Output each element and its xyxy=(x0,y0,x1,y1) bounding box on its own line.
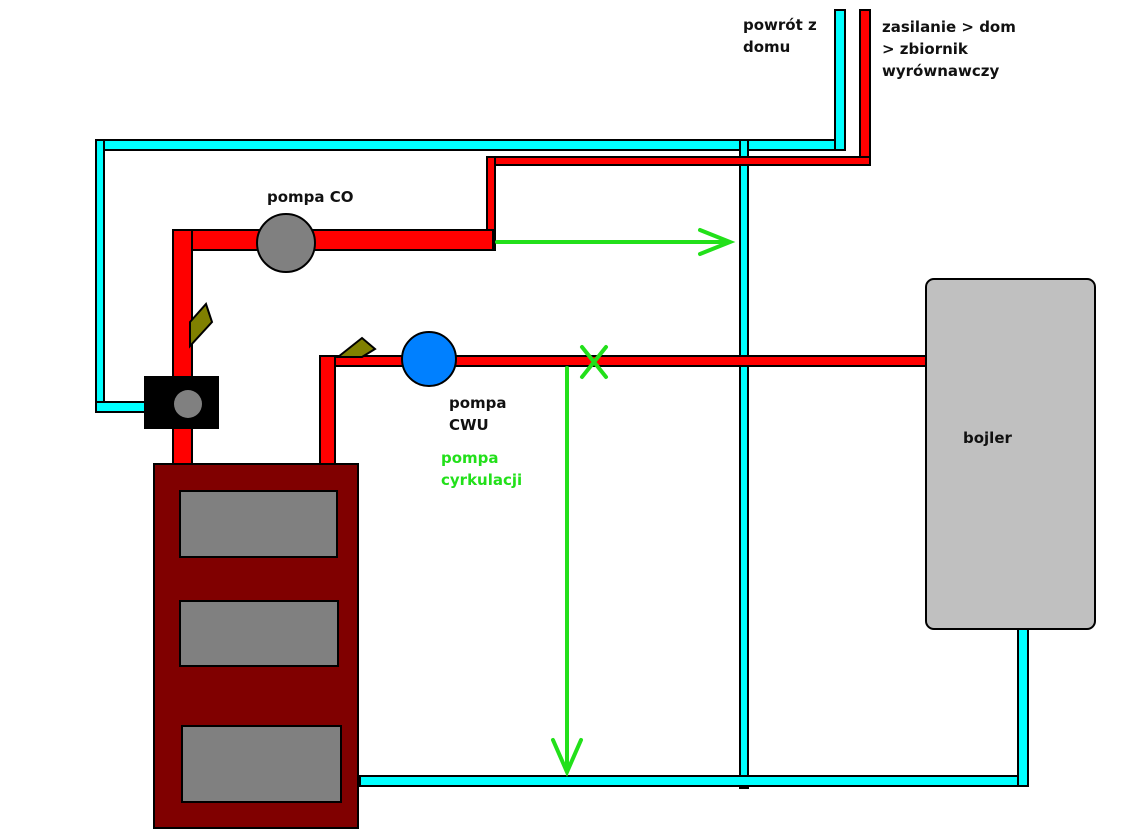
supply-label: zasilanie > dom > zbiornik wyrównawczy xyxy=(882,18,1016,80)
cwu-pipe-vertical xyxy=(319,355,336,467)
circulation-pump-label: pompa cyrkulacji xyxy=(441,449,523,489)
return-pipe-top xyxy=(95,139,846,151)
return-pipe-tank xyxy=(1017,625,1029,787)
flap-icon xyxy=(335,336,377,358)
arrow-right-icon xyxy=(495,228,736,256)
furnace-door xyxy=(179,600,339,667)
pump-cwu-icon xyxy=(401,331,457,387)
furnace-door xyxy=(181,725,342,803)
supply-pipe-co xyxy=(172,229,494,251)
mixing-valve-knob xyxy=(174,390,202,418)
pump-co-label: pompa CO xyxy=(267,188,354,206)
return-pipe-middle xyxy=(739,139,749,789)
return-pipe-bottom xyxy=(359,775,1029,787)
supply-pipe-to-house xyxy=(859,9,871,166)
return-pipe-from-house xyxy=(834,9,846,151)
boiler-tank-label: bojler xyxy=(963,429,1012,447)
return-from-house-label: powrót z domu xyxy=(743,16,817,56)
supply-pipe-top xyxy=(486,156,871,166)
return-pipe-left xyxy=(95,139,105,413)
cross-mark-icon xyxy=(580,345,608,379)
pump-cwu-label: pompa CWU xyxy=(449,394,507,434)
arrow-down-icon xyxy=(551,366,583,777)
furnace-door xyxy=(179,490,338,558)
boiler-tank xyxy=(925,278,1096,630)
pump-co-icon xyxy=(256,213,316,273)
flap-icon xyxy=(189,302,214,349)
return-pipe-to-valve xyxy=(95,401,149,413)
